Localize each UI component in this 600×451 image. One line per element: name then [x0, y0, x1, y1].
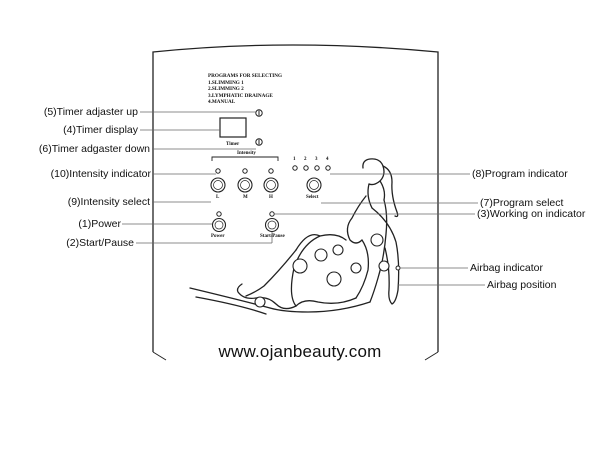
program-item-4: 4.MANUAL — [208, 99, 236, 106]
airbag-2 — [292, 258, 308, 274]
device-outline — [152, 44, 439, 352]
start-pause-button[interactable] — [264, 217, 280, 233]
program-number-3: 3 — [315, 157, 318, 162]
program-item-3: 3.LYMPHATIC DRAINAGE — [208, 92, 273, 99]
program-indicator-4 — [325, 165, 331, 171]
select-label: Select — [306, 195, 319, 200]
program-select-button[interactable] — [306, 177, 322, 193]
leader-lines — [122, 111, 485, 286]
callout-program-indicator: (8)Program indicator — [472, 168, 568, 180]
intensity-level-m: M — [243, 195, 248, 200]
airbag-3 — [326, 271, 342, 287]
programs-title: PROGRAMS FOR SELECTING — [208, 73, 283, 79]
callout-timer-display: (4)Timer display — [63, 124, 138, 136]
callout-power: (1)Power — [78, 218, 121, 230]
timer-display — [219, 117, 247, 138]
intensity-button-m[interactable] — [237, 177, 253, 193]
programs-list: PROGRAMS FOR SELECTING 1.SLIMMING 1 2.SL… — [208, 73, 282, 106]
callout-working-indicator: (3)Working on indicator — [477, 208, 586, 220]
intensity-button-l[interactable] — [210, 177, 226, 193]
device-base-right — [424, 351, 439, 361]
intensity-indicator-h — [268, 168, 274, 174]
power-label: Power — [211, 234, 225, 239]
airbag-4 — [350, 262, 362, 274]
callout-intensity-select: (9)Intensity select — [67, 196, 150, 208]
program-number-4: 4 — [326, 157, 329, 162]
intensity-indicator-m — [242, 168, 248, 174]
airbag-8 — [254, 296, 266, 308]
device-base-left — [152, 351, 167, 361]
program-number-2: 2 — [304, 157, 307, 162]
power-button[interactable] — [211, 217, 227, 233]
timer-up-button[interactable] — [255, 109, 263, 117]
start-pause-label: Start/Pause — [260, 234, 285, 239]
program-indicator-1 — [292, 165, 298, 171]
program-indicator-2 — [303, 165, 309, 171]
intensity-level-l: L — [216, 195, 220, 200]
program-number-1: 1 — [293, 157, 296, 162]
airbag-indicator-dot — [395, 265, 401, 271]
callout-airbag-indicator: Airbag indicator — [470, 262, 543, 274]
intensity-label: Intensity — [237, 151, 256, 156]
body-figure — [189, 158, 400, 315]
callout-timer-up: (5)Timer adjaster up — [43, 106, 138, 118]
program-indicator-3 — [314, 165, 320, 171]
timer-label: Timer — [226, 142, 240, 147]
callout-airbag-position: Airbag position — [487, 279, 557, 291]
intensity-bracket — [211, 156, 279, 161]
airbag-group — [254, 233, 390, 308]
airbag-6 — [370, 233, 384, 247]
program-item-2: 2.SLIMMING 2 — [208, 86, 244, 93]
intensity-indicator-l — [215, 168, 221, 174]
callout-program-select: (7)Program select — [480, 197, 564, 209]
callout-start-pause: (2)Start/Pause — [66, 237, 134, 249]
website-url[interactable]: www.ojanbeauty.com — [218, 342, 382, 361]
intensity-button-h[interactable] — [263, 177, 279, 193]
power-indicator — [216, 211, 222, 217]
callout-timer-down: (6)Timer adgaster down — [38, 143, 150, 155]
intensity-level-h: H — [269, 195, 273, 200]
timer-down-button[interactable] — [255, 138, 263, 146]
airbag-7 — [378, 260, 390, 272]
airbag-5 — [332, 244, 344, 256]
airbag-1 — [314, 248, 328, 262]
callout-intensity-indicator: (10)Intensity indicator — [50, 168, 151, 180]
program-item-1: 1.SLIMMING 1 — [208, 79, 244, 86]
working-indicator — [269, 211, 275, 217]
